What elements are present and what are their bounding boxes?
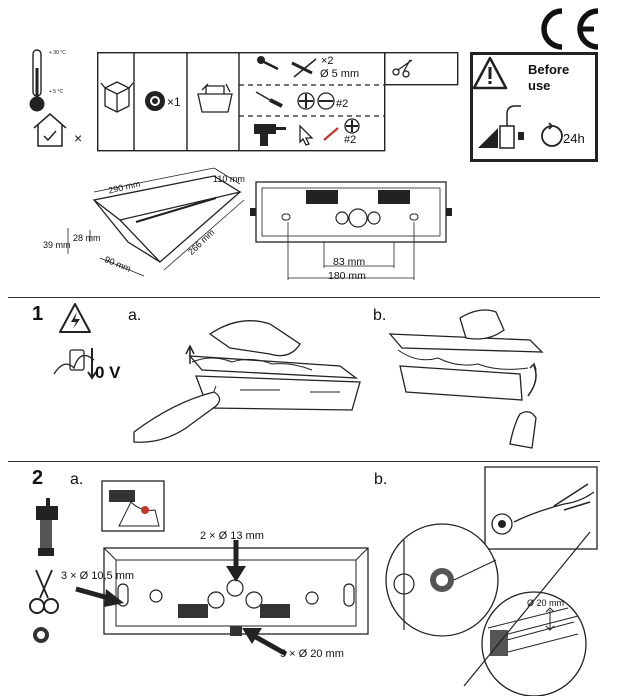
screwdriver-icon bbox=[255, 91, 283, 108]
drill-icon bbox=[254, 124, 286, 146]
charge-time-label: 24h bbox=[563, 131, 585, 146]
voltage-label: 0 V bbox=[95, 363, 121, 382]
hole-top-label: 2 × Ø 13 mm bbox=[200, 530, 264, 542]
step-1b-label: b. bbox=[373, 307, 387, 324]
dim-inner-height: 28 mm bbox=[73, 233, 101, 243]
arrow-bottom-hole bbox=[242, 628, 288, 657]
screwdriver-size: #2 bbox=[336, 98, 349, 110]
screw-icon bbox=[257, 56, 279, 71]
dim-inner-spacing: 83 mm bbox=[333, 256, 366, 268]
warning-title-line1: Before bbox=[528, 62, 570, 77]
wall-plug-crossed-icon bbox=[291, 58, 317, 78]
step-2b-scissors-inset bbox=[484, 466, 598, 550]
step-2b-conduit-detail bbox=[481, 591, 587, 696]
package-tools-frame bbox=[96, 51, 459, 152]
mains-switch-off-icon bbox=[53, 348, 97, 380]
screw-diameter: Ø 5 mm bbox=[320, 68, 360, 80]
drill-bit-size: #2 bbox=[344, 134, 357, 146]
package-count: ×1 bbox=[167, 95, 181, 109]
step-2b-diagonal-line bbox=[463, 531, 591, 687]
cursor-pointer-icon bbox=[299, 124, 314, 146]
dim-width: 110 mm bbox=[213, 174, 245, 184]
drill-bit-icon bbox=[323, 127, 339, 141]
toolbox-icon bbox=[197, 83, 233, 113]
arrow-left-hole bbox=[75, 586, 124, 607]
step-2-number: 2 bbox=[32, 467, 44, 489]
step-1b-illustration bbox=[388, 309, 544, 449]
dim-height: 39 mm bbox=[43, 240, 71, 250]
luminaire-top-view bbox=[250, 181, 452, 280]
phillips-bit-icon bbox=[344, 118, 360, 134]
screws-count: ×2 bbox=[321, 55, 334, 67]
thermometer-icon bbox=[29, 49, 45, 112]
grommet-tool-icon bbox=[33, 627, 49, 643]
indoor-house-icon bbox=[33, 113, 67, 147]
step-1a-label: a. bbox=[128, 307, 142, 324]
warning-box bbox=[470, 52, 598, 162]
step-2b-label: b. bbox=[374, 471, 388, 488]
grommet-icon bbox=[145, 91, 165, 111]
warning-title-line2: use bbox=[528, 78, 551, 93]
scissors-tool-icon bbox=[29, 569, 59, 614]
detail-diameter-label: Ø 20 mm bbox=[527, 598, 565, 608]
section-divider-2 bbox=[8, 461, 600, 463]
step-2a-label: a. bbox=[70, 471, 84, 488]
step-2b-grommet-detail bbox=[385, 523, 499, 637]
step-1a-illustration bbox=[133, 320, 361, 443]
ce-mark bbox=[541, 8, 599, 50]
step-2a-inset bbox=[101, 480, 165, 532]
indoor-cross: × bbox=[74, 130, 83, 146]
temp-max-label: + 30 °C bbox=[49, 50, 66, 56]
phillips-head-icon bbox=[297, 92, 315, 110]
section-divider-1 bbox=[8, 297, 600, 299]
luminaire-isometric-drawing bbox=[67, 167, 245, 277]
flat-head-icon bbox=[317, 92, 335, 110]
step-2a-housing-drawing bbox=[103, 547, 369, 636]
package-box-icon bbox=[100, 81, 134, 113]
drill-tool-icon bbox=[36, 498, 58, 556]
hole-bottom-label: 5 × Ø 20 mm bbox=[280, 648, 344, 660]
hole-left-label: 3 × Ø 10,5 mm bbox=[61, 570, 135, 582]
dim-outer-spacing: 180 mm bbox=[328, 270, 366, 282]
arrow-top-hole bbox=[226, 540, 246, 582]
step-1-number: 1 bbox=[32, 303, 44, 325]
temp-min-label: + 5 °C bbox=[49, 89, 64, 95]
scissors-icon bbox=[392, 59, 413, 78]
electrical-hazard-icon bbox=[59, 303, 91, 333]
